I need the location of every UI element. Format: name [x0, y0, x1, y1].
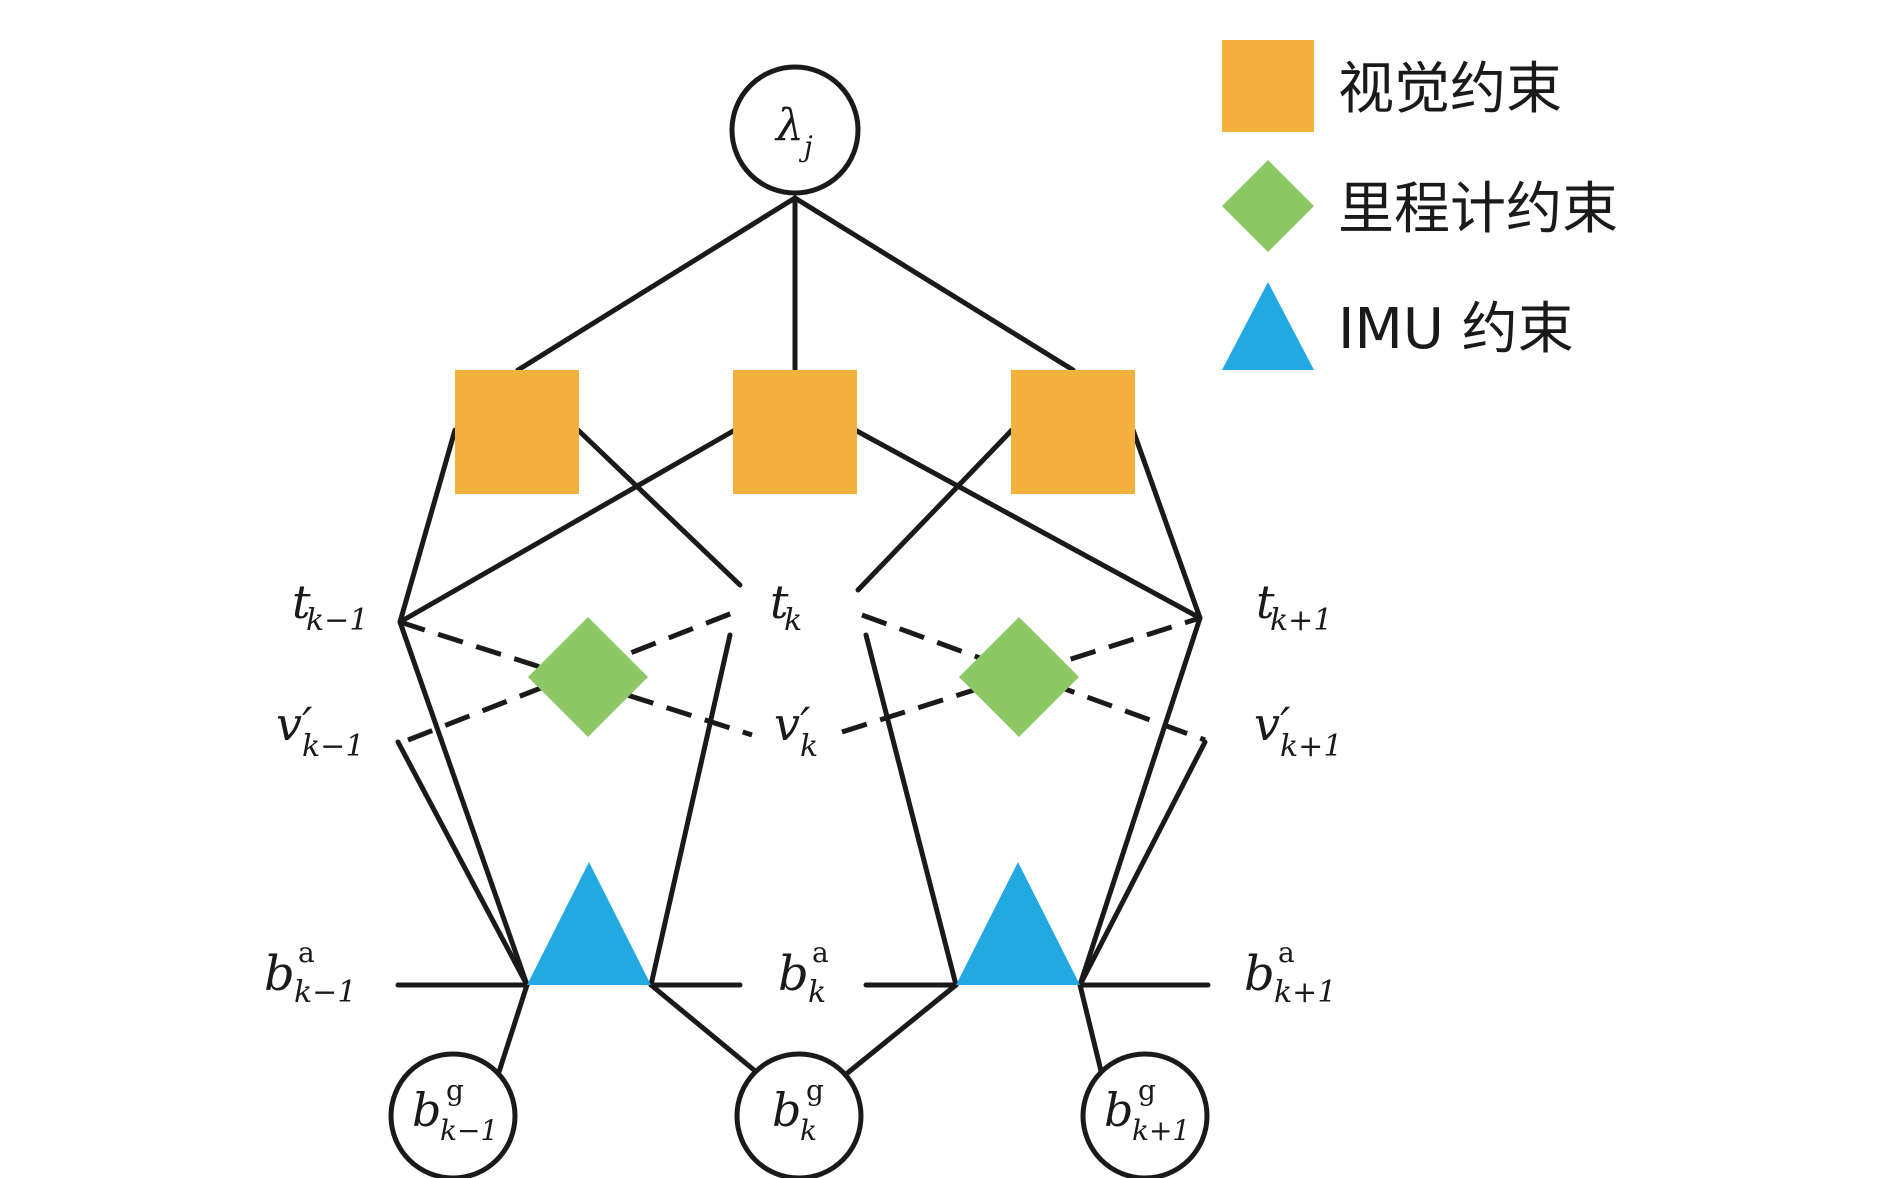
odometer-factor-1 [528, 617, 648, 737]
v-k-label: v′ k [774, 697, 818, 764]
v-kp1-label: v′ k+1 [1254, 697, 1342, 764]
lambda-node-circle [729, 64, 861, 196]
ba-kp1-label: b a k+1 [1244, 936, 1336, 1010]
edge-tkm1-imu1 [397, 619, 530, 988]
t-k-subscript: k [784, 603, 802, 638]
variable-circles [388, 64, 1210, 1178]
edge-visual1-tkm1 [397, 427, 458, 625]
ba-kp1-superscript: a [1278, 936, 1295, 969]
bg-k-node-circle [734, 1051, 864, 1178]
v-kp1-symbol: v′ [1254, 697, 1291, 751]
edge-vk-tkp1-dashed [841, 615, 1201, 735]
bg-km1-subscript: k−1 [440, 1114, 498, 1147]
edge-tkp1-imu2 [1077, 615, 1203, 988]
t-k-symbol: t [770, 575, 789, 629]
t-kp1-symbol: t [1256, 575, 1275, 629]
ba-km1-superscript: a [298, 936, 315, 969]
bg-km1-node-circle [388, 1051, 518, 1178]
odometer-factor-2 [959, 617, 1079, 737]
legend-imu-label: IMU 约束 [1338, 297, 1574, 362]
visual-factors [455, 370, 1135, 494]
legend-imu-triangle [1222, 282, 1314, 370]
legend-visual-label: 视觉约束 [1338, 57, 1562, 122]
edge-vkm1-imu1 [395, 739, 530, 988]
edge-visual3-tkp1 [1130, 427, 1203, 621]
odometer-factors [528, 617, 1079, 737]
visual-factor-1 [455, 370, 579, 494]
t-km1-subscript: k−1 [306, 603, 368, 638]
edge-visual1-tk [575, 427, 743, 588]
ba-k-superscript: a [812, 936, 829, 969]
imu-factors [527, 862, 1080, 985]
v-k-subscript: k [800, 729, 818, 764]
lambda-symbol: λ [774, 100, 804, 151]
bg-k-subscript: k [800, 1114, 817, 1147]
legend: 视觉约束 里程计约束 IMU 约束 [1222, 40, 1618, 370]
bg-kp1-node-circle [1080, 1051, 1210, 1178]
ba-kp1-subscript: k+1 [1274, 975, 1336, 1010]
edge-tk-imu1 [648, 632, 733, 988]
ba-k-symbol: b [778, 946, 809, 1002]
edge-lambda-visual1 [515, 195, 798, 373]
t-k-label: t k [770, 575, 802, 638]
imu-factor-2 [956, 862, 1080, 985]
v-k-symbol: v′ [774, 697, 811, 751]
ba-km1-symbol: b [264, 946, 295, 1002]
v-km1-subscript: k−1 [302, 729, 364, 764]
edge-visual3-tk [855, 427, 1015, 593]
bg-k-superscript: g [806, 1074, 824, 1107]
edge-imu2-bgk [842, 982, 959, 1078]
bg-kp1-label: b g k+1 [1104, 1074, 1190, 1147]
ba-km1-label: b a k−1 [264, 936, 356, 1010]
edge-imu2-bgkp1 [1077, 982, 1105, 1078]
edge-visual2-tkp1 [852, 427, 1203, 621]
visual-factor-3 [1011, 370, 1135, 494]
edge-vkp1-imu2 [1077, 739, 1208, 988]
legend-odometer-label: 里程计约束 [1338, 177, 1618, 242]
bg-kp1-subscript: k+1 [1132, 1114, 1190, 1147]
imu-factor-1 [527, 862, 651, 985]
ba-k-subscript: k [808, 975, 826, 1010]
bg-kp1-symbol: b [1104, 1083, 1133, 1137]
t-km1-symbol: t [292, 575, 311, 629]
bg-km1-symbol: b [412, 1083, 441, 1137]
legend-visual-square [1222, 40, 1314, 132]
bg-k-label: b g k [772, 1074, 824, 1147]
ba-kp1-symbol: b [1244, 946, 1275, 1002]
edge-imu1-bgkm1 [495, 982, 530, 1078]
solid-edges [395, 195, 1211, 1078]
legend-odometer-diamond [1222, 160, 1314, 252]
v-km1-label: v′ k−1 [276, 697, 364, 764]
visual-factor-2 [733, 370, 857, 494]
ba-km1-subscript: k−1 [294, 975, 356, 1010]
t-kp1-label: t k+1 [1256, 575, 1332, 638]
ba-k-label: b a k [778, 936, 829, 1010]
bg-kp1-superscript: g [1138, 1074, 1156, 1107]
edge-imu1-bgk [648, 982, 763, 1078]
t-km1-label: t k−1 [292, 575, 368, 638]
v-km1-symbol: v′ [276, 697, 313, 751]
edge-lambda-visual3 [792, 195, 1076, 373]
bg-km1-label: b g k−1 [412, 1074, 498, 1147]
bg-k-symbol: b [772, 1083, 801, 1137]
bg-km1-superscript: g [446, 1074, 464, 1107]
edge-tk-imu2 [863, 632, 959, 988]
edge-visual2-tkm1 [397, 427, 738, 625]
v-kp1-subscript: k+1 [1280, 729, 1342, 764]
t-kp1-subscript: k+1 [1270, 603, 1332, 638]
